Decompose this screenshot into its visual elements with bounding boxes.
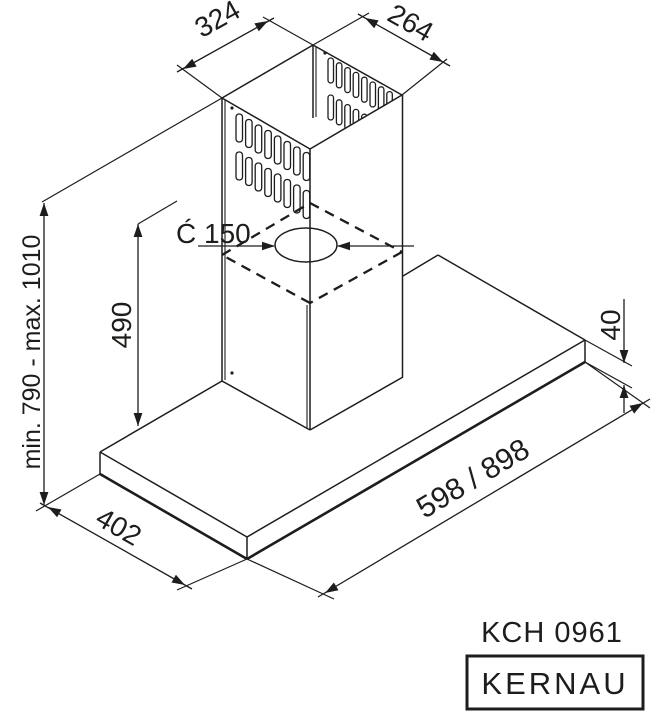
vent-slot (327, 94, 335, 121)
vent-slot (292, 146, 301, 176)
extension-line (176, 64, 223, 99)
vent-slot (377, 123, 385, 147)
arrowhead (262, 241, 275, 251)
arrowhead (325, 582, 339, 593)
extension-line (137, 200, 178, 225)
footer: KCH 0961 KERNAU (465, 617, 645, 711)
vent-slot (302, 151, 311, 182)
vent-slot (369, 81, 377, 108)
dim-duct-diameter: Ć 150 (176, 218, 414, 251)
arrowhead (254, 21, 268, 32)
rivet-dot-front (230, 106, 234, 110)
vent-slot (264, 167, 272, 198)
chimney-top-rim-front-left (221, 97, 311, 150)
brand-logo-text: KERNAU (481, 666, 628, 701)
vent-slot (283, 178, 292, 209)
chimney-top-rim-back-right (312, 44, 403, 96)
hood-body-bottom-front-left-edge (99, 472, 248, 561)
extension-line (312, 12, 370, 46)
vent-slot (352, 71, 360, 99)
extension-line (246, 558, 335, 600)
chimney-bottom-front-right-edge (309, 376, 404, 431)
vent-slot (264, 129, 272, 160)
arrowhead (48, 507, 62, 518)
vent-slot (235, 151, 244, 181)
dim-chimney-depth-label: 264 (383, 0, 439, 48)
extension-line (35, 473, 101, 512)
arrowhead (429, 51, 443, 62)
rivet-dot-bottom (230, 371, 234, 375)
hood-body-top-front-left-edge (99, 451, 248, 538)
arrowhead (171, 574, 185, 585)
vent-slot (327, 57, 335, 84)
dim-body-height: 40 (584, 299, 633, 413)
arrowhead (365, 18, 379, 29)
duct-plane-dashed-edge (309, 250, 403, 305)
vent-slot (335, 62, 343, 89)
hood-body-bottom-front-right-edge (246, 360, 586, 561)
duct-plane-dashed-edge (309, 201, 403, 254)
dim-chimney-width: 324 (176, 0, 314, 99)
dim-body-depth-label: 402 (91, 502, 147, 552)
arrowhead (619, 385, 629, 398)
vent-slot (244, 118, 253, 149)
hood-body-top-back-left-edge-a (99, 380, 223, 453)
hood-body-top-back-left-edge-b (402, 254, 439, 277)
model-number: KCH 0961 (481, 617, 623, 649)
chimney-top-rim-back-left (221, 44, 314, 99)
extension-line (176, 558, 248, 591)
arrowhead (39, 492, 49, 505)
chimney-top-rim-front-right (309, 94, 403, 150)
vent-slot (283, 140, 292, 171)
arrowhead (629, 403, 643, 414)
vent-slot (344, 66, 351, 94)
arrowhead (183, 58, 197, 69)
arrowhead (39, 203, 49, 216)
extension-line (262, 16, 314, 46)
chimney-lower-vent-grille (235, 113, 311, 220)
arrowhead (619, 350, 629, 363)
extension-line (584, 361, 633, 389)
vent-slot (244, 156, 253, 187)
vent-slot (254, 124, 263, 154)
duct-hole-ellipse (274, 227, 338, 263)
vent-slot (235, 113, 244, 143)
chimney-bottom-front-left-edge (221, 380, 311, 431)
dim-duct-diameter-label: Ć 150 (176, 218, 251, 249)
rivet-dot-inner (323, 51, 327, 55)
dim-chimney-height: 490 (106, 200, 178, 426)
vent-slot (273, 135, 282, 165)
arrowhead (337, 241, 350, 251)
vent-slot (254, 162, 263, 192)
duct-plane-dashed-edge (221, 253, 311, 305)
dim-line (317, 398, 651, 598)
vent-slot (335, 99, 343, 126)
dim-height-range-label: min. 790 - max. 1010 (18, 235, 46, 470)
dim-chimney-width-label: 324 (189, 0, 245, 44)
vent-slot (292, 184, 301, 214)
extension-line (584, 361, 651, 409)
brand-logo-box (465, 654, 645, 711)
hood-body-top-back-right-edge (437, 254, 586, 341)
dim-line (39, 502, 193, 590)
extension-line (41, 97, 223, 203)
arrowhead (133, 224, 143, 237)
vent-slot (273, 173, 282, 203)
vent-slot (302, 189, 311, 220)
vent-slot (360, 76, 368, 103)
arrowhead (133, 413, 143, 426)
hood-body (99, 254, 586, 561)
extension-line (401, 58, 448, 96)
dim-height-range: min. 790 - max. 1010 (18, 97, 223, 512)
dim-body-depth: 402 (39, 502, 248, 591)
hood-body-top-front-right-edge (246, 339, 586, 538)
chimney (221, 44, 404, 431)
vent-slot (369, 118, 377, 145)
dim-body-height-label: 40 (595, 309, 626, 340)
dim-chimney-height-label: 490 (106, 302, 137, 349)
